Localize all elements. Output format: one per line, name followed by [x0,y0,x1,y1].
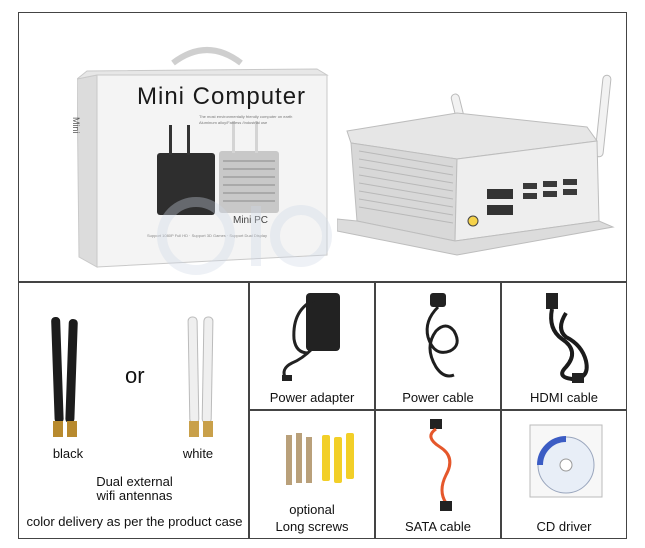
box-tagline-2: Aluminum alloy/Fanless /Industrial use [199,120,268,125]
hdmi-cable-label: HDMI cable [530,390,598,405]
cd-driver-image [529,424,603,498]
watermark-logo [157,197,332,275]
cd-driver-label: CD driver [536,519,592,534]
power-adapter-cell: Power adapter [249,282,375,410]
box-title: Mini Computer [137,83,307,110]
product-box-image [77,47,329,268]
or-text: or [125,363,145,388]
mini-pc-device [337,74,615,256]
color-delivery-note: color delivery as per the product case [26,514,243,529]
hdmi-cable-cell: HDMI cable [501,282,627,410]
antenna-caption-2: wifi antennas [96,488,173,503]
box-model-text: Mini PC [233,215,269,226]
black-label: black [52,446,84,461]
white-antennas-image [187,316,214,437]
long-screws-cell: optional Long screws [249,410,375,539]
power-adapter-image [282,293,340,381]
box-tagline-1: The most environmentally friendly comput… [199,114,293,119]
hero-panel: Mini Computer The most environmentally f… [18,12,627,282]
box-side-text: Mini [71,117,81,134]
box-bottom-text: Support 1080P Full HD · Support 3D Games… [147,233,267,238]
power-cable-label: Power cable [402,390,474,405]
antenna-caption-1: Dual external [96,474,173,489]
sata-cable-image [429,419,452,511]
black-antennas-image [51,316,78,437]
optional-label: optional [289,502,335,517]
long-screws-image [286,433,354,485]
power-cable-cell: Power cable [375,282,501,410]
power-cable-image [425,293,459,378]
hdmi-cable-image [546,293,589,383]
sata-cable-cell: SATA cable [375,410,501,539]
white-label: white [182,446,214,461]
sata-cable-label: SATA cable [405,519,471,534]
power-adapter-label: Power adapter [269,390,355,405]
long-screws-label: Long screws [275,519,349,534]
antennas-panel: or black white Dual external wifi antenn… [18,282,249,539]
cd-driver-cell: CD driver [501,410,627,539]
